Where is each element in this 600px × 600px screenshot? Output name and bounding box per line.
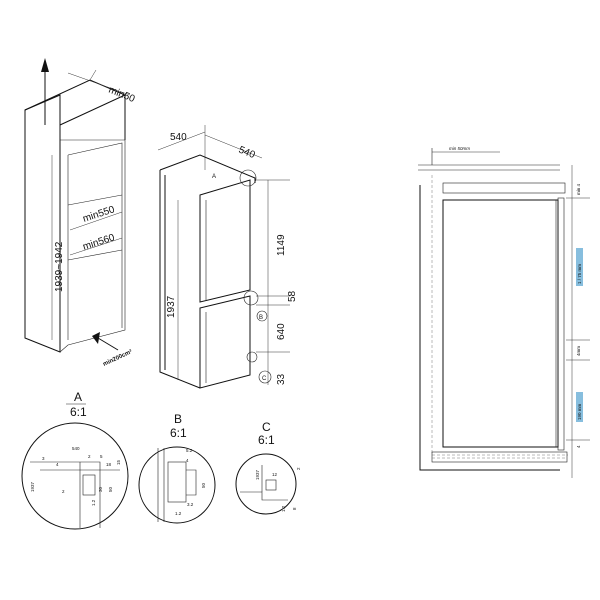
cabinet-dash: [431, 175, 568, 456]
detail-c-dim-2: 2: [296, 467, 301, 470]
detail-b-circle: [138, 446, 216, 524]
detail-b-hinge: [167, 461, 187, 503]
callout-b-marker: [243, 290, 259, 306]
cabinet-outline: [419, 185, 560, 471]
gap-label: 58: [287, 290, 298, 302]
detail-a-dim-540: 540: [72, 446, 80, 451]
depth-dim-line: [157, 131, 206, 151]
detail-b-bracket: [186, 469, 197, 496]
min560-label: min560: [82, 232, 117, 253]
airflow-up-arrow-icon: [41, 58, 49, 72]
callout-b-circle: [256, 310, 268, 322]
detail-c-dim-1937: 1937: [255, 469, 260, 480]
fridge-top: [159, 154, 256, 183]
height-label: 1937: [166, 295, 177, 318]
cabinet-left-panel: [24, 94, 61, 353]
callout-c-label: C: [262, 376, 267, 382]
detail-c-scale: 6:1: [258, 433, 275, 447]
detail-a-circle: [21, 422, 129, 530]
detail-a-dim-50: 50: [108, 486, 113, 492]
lower-highlight: [576, 392, 583, 422]
top-gap-label: min 50mm: [449, 146, 470, 151]
appliance-body: [442, 199, 559, 448]
detail-a-dim-3: 3: [42, 456, 45, 461]
detail-a-dim-2: 2: [88, 454, 91, 459]
cabinet-shelf-2: [67, 249, 123, 261]
cabinet-shelf-1: [67, 194, 123, 206]
detail-b-scale: 6:1: [170, 426, 187, 440]
bottom-clear-label: 4: [576, 445, 581, 448]
upper-label: 1149: [276, 234, 287, 256]
detail-c-letter: C: [262, 420, 271, 434]
cabinet-inner-frame: [59, 139, 126, 353]
width-dim-line: [204, 134, 263, 159]
detail-b-dim-3-2: 3.2: [187, 502, 194, 507]
detail-a-dim-1-2: 1.2: [91, 499, 96, 506]
detail-a: A 6:1 540 3 4 2 5 18 15 1937 2 30 50 1.2: [21, 390, 129, 530]
cabinet-drawing: min50 1939~1942 min550 min560 min200cm²: [24, 58, 137, 368]
upper-door: [199, 179, 251, 303]
detail-c-dim-12: 12: [272, 472, 278, 477]
appliance-side-panel: [557, 197, 565, 451]
detail-c-circle: [235, 453, 297, 515]
lower-door: [199, 295, 251, 389]
width-label: 540: [237, 145, 257, 162]
detail-a-scale: 6:1: [70, 405, 87, 419]
min50-label: min50: [107, 85, 137, 106]
side-gap-label: 4mm: [576, 346, 581, 356]
min50-tick: [89, 69, 97, 81]
callout-a-circle: [239, 169, 257, 187]
detail-b-dim-5-2: 5.2: [186, 448, 193, 453]
detail-a-letter: A: [74, 390, 82, 404]
top-clear-label: min 4: [576, 183, 581, 195]
detail-c-block: [265, 479, 277, 491]
detail-a-dim-5: 5: [100, 454, 103, 459]
detail-a-dim-2b: 2: [62, 489, 65, 494]
detail-a-profile: [30, 461, 101, 528]
min550-dim-line: [69, 211, 123, 231]
detail-b-dim-50: 50: [201, 482, 206, 488]
detail-c: C 6:1 1937 12 2 1.2 8: [235, 420, 301, 515]
lower-label: 190 mm: [577, 403, 582, 420]
depth-label: 540: [170, 132, 187, 143]
bottom-label: 33: [276, 373, 287, 385]
vent-label: min200cm²: [102, 348, 133, 368]
fridge-side: [159, 170, 201, 389]
detail-c-dim-1-2: 1.2: [281, 505, 286, 512]
detail-a-dim-30: 30: [98, 486, 103, 492]
detail-b-dim-1-2: 1.2: [175, 511, 182, 516]
plinth: [431, 451, 568, 463]
callout-a-label: A: [212, 174, 216, 180]
height-range-label: 1939~1942: [54, 241, 65, 292]
vent-arrow-icon: [92, 332, 100, 344]
detail-b-dim-4: 4: [186, 458, 189, 463]
detail-a-block: [82, 474, 96, 496]
detail-a-dim-18: 18: [106, 462, 112, 467]
detail-c-dim-8: 8: [292, 507, 297, 510]
vent-arrow-line: [97, 337, 119, 351]
side-view: min 50mm min 4 1 / 75 mm 4mm 190 mm 4: [418, 146, 590, 478]
mid-highlight: [576, 248, 583, 286]
min560-dim-line: [69, 237, 123, 256]
min50-dim-line: [67, 72, 131, 96]
detail-a-dim-1937: 1937: [30, 481, 35, 492]
detail-a-dim-15: 15: [116, 459, 121, 465]
fridge-drawing: 540 540 1937 1149 58 640 33 A B C: [157, 125, 298, 389]
callout-c-marker: [246, 351, 258, 363]
detail-b-letter: B: [174, 412, 182, 426]
mid-label: 1 / 75 mm: [577, 264, 582, 284]
detail-b: B 6:1 5.2 4 50 3.2 1.2: [138, 412, 216, 524]
lower-label: 640: [276, 323, 287, 340]
detail-c-profile: [240, 491, 288, 501]
cabinet-inner-back: [67, 142, 123, 328]
top-rail: [442, 182, 566, 194]
callout-b-label: B: [259, 315, 263, 321]
callout-c-circle: [258, 370, 272, 384]
min550-label: min550: [82, 204, 117, 225]
detail-a-dim-4: 4: [56, 462, 59, 467]
